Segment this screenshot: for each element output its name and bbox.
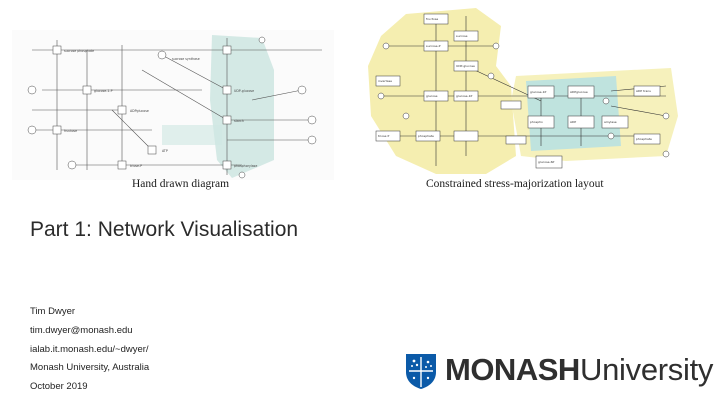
svg-text:glucose-1-P: glucose-1-P [94, 89, 113, 93]
svg-text:sucrose: sucrose [456, 34, 468, 38]
svg-text:ADP trans: ADP trans [636, 89, 651, 93]
svg-text:ATP: ATP [162, 149, 168, 153]
svg-text:ADPglucose: ADPglucose [130, 109, 149, 113]
author-email: tim.dwyer@monash.edu [30, 324, 133, 336]
svg-text:phospho: phospho [530, 120, 543, 124]
author-url: ialab.it.monash.edu/~dwyer/ [30, 343, 149, 355]
stress-majorization-layout: fructose sucrose sucrose-P UDP-glucose inve… [368, 8, 678, 174]
svg-text:glucose-1P: glucose-1P [456, 94, 473, 98]
svg-text:phosphorylase: phosphorylase [234, 164, 257, 168]
svg-text:sucrose-P: sucrose-P [426, 44, 441, 48]
svg-text:UDP-glucose: UDP-glucose [456, 64, 475, 68]
monash-shield-icon [406, 354, 436, 389]
author-affiliation: Monash University, Australia [30, 362, 150, 374]
svg-text:amylase: amylase [604, 120, 617, 124]
right-figure-caption: Constrained stress-majorization layout [426, 178, 604, 190]
svg-text:phosphate: phosphate [418, 134, 434, 138]
svg-text:sucrose synthase: sucrose synthase [172, 57, 200, 61]
svg-text:ADPglucose: ADPglucose [570, 90, 588, 94]
svg-text:triose-P: triose-P [130, 164, 142, 168]
svg-text:UDP-glucose: UDP-glucose [234, 89, 254, 93]
logo-monash-text: MONASH [445, 352, 580, 387]
left-figure-caption: Hand drawn diagram [132, 178, 230, 190]
svg-text:ADP: ADP [570, 120, 576, 124]
author-block: Tim Dwyer tim.dwyer@monash.edu ialab.it.… [30, 303, 149, 397]
svg-text:fructose: fructose [426, 17, 438, 21]
presentation-date: October 2019 [30, 381, 88, 393]
svg-text:sucrose phosphate: sucrose phosphate [64, 49, 94, 53]
slide-title: Part 1: Network Visualisation [30, 218, 299, 241]
svg-text:glucose-1P: glucose-1P [530, 90, 547, 94]
logo-university-text: University [580, 352, 714, 387]
svg-text:glucose: glucose [426, 94, 438, 98]
author-name: Tim Dwyer [30, 306, 76, 317]
svg-text:invertase: invertase [378, 79, 392, 83]
svg-text:starch: starch [234, 119, 244, 123]
svg-text:fructose: fructose [64, 129, 77, 133]
monash-logo: MONASH University [404, 352, 714, 390]
svg-text:glucose-6P: glucose-6P [538, 160, 555, 164]
svg-text:phosphate: phosphate [636, 137, 652, 141]
hand-drawn-diagram: sucrose phosphate glucose-1-P ADPglucose U… [12, 30, 334, 180]
svg-text:triose P: triose P [378, 134, 389, 138]
